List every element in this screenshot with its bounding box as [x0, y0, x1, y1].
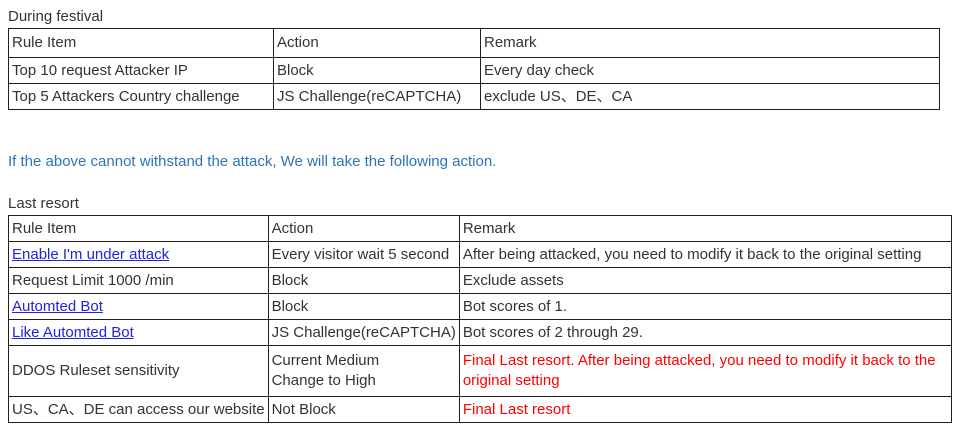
remark-cell: Bot scores of 2 through 29.: [458, 319, 952, 346]
table-row: Top 10 request Attacker IP Block Every d…: [8, 57, 940, 84]
rule-cell: Automted Bot: [8, 293, 269, 320]
remark-cell: exclude US、DE、CA: [480, 83, 940, 110]
action-cell: Not Block: [267, 396, 460, 423]
action-cell: Block: [273, 57, 481, 84]
fallback-note-text: If the above cannot withstand the attack…: [8, 153, 497, 170]
rule-cell: Like Automted Bot: [8, 319, 269, 346]
table-header-row: Rule Item Action Remark: [8, 28, 940, 58]
table-header-row: Rule Item Action Remark: [8, 215, 952, 242]
rule-item-header: Rule Item: [8, 215, 269, 242]
action-header: Action: [273, 28, 481, 58]
automted-bot-link[interactable]: Automted Bot: [12, 297, 103, 315]
rule-cell: Top 10 request Attacker IP: [8, 57, 274, 84]
action-cell: Current Medium Change to High: [267, 345, 460, 397]
table-row: Enable I'm under attack Every visitor wa…: [8, 241, 952, 268]
action-line: Change to High: [271, 372, 376, 389]
action-cell: JS Challenge(reCAPTCHA): [273, 83, 481, 110]
remark-cell: Final Last resort: [458, 396, 952, 423]
action-cell: JS Challenge(reCAPTCHA): [267, 319, 460, 346]
enable-under-attack-link[interactable]: Enable I'm under attack: [12, 245, 170, 263]
table-row: DDOS Ruleset sensitivity Current Medium …: [8, 345, 952, 397]
rule-cell: US、CA、DE can access our website: [8, 396, 269, 423]
action-cell: Block: [267, 267, 460, 294]
rule-cell: Top 5 Attackers Country challenge: [8, 83, 274, 110]
table-row: Automted Bot Block Bot scores of 1.: [8, 293, 952, 320]
rule-cell: Request Limit 1000 /min: [8, 267, 269, 294]
rule-cell: Enable I'm under attack: [8, 241, 269, 268]
table-row: Top 5 Attackers Country challenge JS Cha…: [8, 83, 940, 110]
remark-cell: Exclude assets: [458, 267, 952, 294]
table-row: Like Automted Bot JS Challenge(reCAPTCHA…: [8, 319, 952, 346]
action-header: Action: [267, 215, 460, 242]
action-cell: Every visitor wait 5 second: [267, 241, 460, 268]
festival-section-title: During festival: [8, 8, 104, 25]
action-cell: Block: [267, 293, 460, 320]
last-resort-table: Rule Item Action Remark Enable I'm under…: [8, 215, 952, 423]
remark-header: Remark: [480, 28, 940, 58]
remark-cell: After being attacked, you need to modify…: [458, 241, 952, 268]
like-automted-bot-link[interactable]: Like Automted Bot: [12, 323, 134, 341]
remark-cell: Final Last resort. After being attacked,…: [458, 345, 952, 397]
remark-cell: Bot scores of 1.: [458, 293, 952, 320]
table-row: Request Limit 1000 /min Block Exclude as…: [8, 267, 952, 294]
rule-item-header: Rule Item: [8, 28, 274, 58]
festival-table: Rule Item Action Remark Top 10 request A…: [8, 28, 940, 110]
remark-header: Remark: [458, 215, 952, 242]
remark-cell: Every day check: [480, 57, 940, 84]
table-row: US、CA、DE can access our website Not Bloc…: [8, 396, 952, 423]
rule-cell: DDOS Ruleset sensitivity: [8, 345, 269, 397]
last-resort-section-title: Last resort: [8, 195, 79, 212]
action-line: Current Medium: [271, 352, 380, 369]
